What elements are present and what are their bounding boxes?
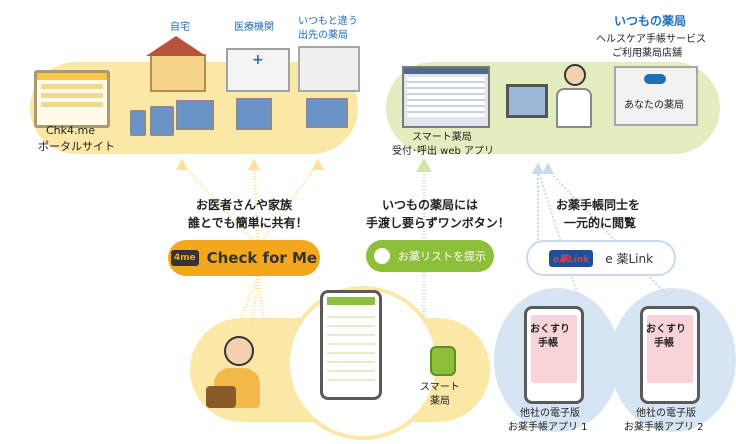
web-app-label-2: 受付･呼出 web アプリ [392,146,495,157]
hospital-label: 医療機関 [234,22,274,33]
pharmacy-subtitle-1: ヘルスケア手帳サービス [596,34,706,45]
other-pharmacy-label-1: いつもと違う [298,16,358,27]
check-for-me-button[interactable]: 4me Check for Me [168,240,320,276]
web-app-label-1: スマート薬局 [412,132,472,143]
medicine-list-button[interactable]: お薬リストを提示 [366,240,494,272]
other-app2-phone [640,306,700,404]
app2-label-2: お薬手帳アプリ 2 [624,422,704,433]
portal-label-2: ポータルサイト [38,140,115,153]
app1-label-2: お薬手帳アプリ 1 [508,422,588,433]
laptop2-device-icon [306,98,348,128]
portal-screen[interactable] [34,70,110,128]
check-for-me-label: Check for Me [206,249,318,267]
check-badge-icon: 4me [170,250,199,266]
other-pharmacy-icon [298,46,360,92]
list-icon [374,248,390,264]
house-icon [150,54,206,92]
home-label: 自宅 [170,22,190,33]
portal-label-1: Chk4.me [46,124,96,137]
app1-label-1: 他社の電子版 [520,408,580,419]
your-pharmacy-label: あなたの薬局 [624,100,684,111]
smart-pharmacy-app-icon [430,346,456,376]
one-button-caption-1: いつもの薬局には [382,198,479,212]
medicine-list-label: お薬リストを提示 [398,250,486,263]
smart-label-1: スマート [420,382,460,393]
hospital-icon: + [226,48,290,92]
smartphone-device-icon [130,110,146,136]
app1-book-title-1: おくすり [530,324,570,335]
tablet-device-icon [150,106,174,136]
pharmacy-subtitle-2: ご利用薬局店舗 [612,48,682,59]
laptop-device-icon [176,100,214,130]
app1-book-title-2: 手帳 [538,338,558,349]
smart-label-2: 薬局 [430,396,450,407]
app2-label-1: 他社の電子版 [636,408,696,419]
unified-caption-1: お薬手帳同士を [556,198,641,212]
elink-logo: e薬Link [548,249,594,267]
elink-button[interactable]: e薬Link e 薬Link [526,240,676,276]
your-pharmacy-building [614,66,698,126]
pc-monitor-icon [506,84,548,118]
pharmacist-icon [556,64,592,128]
unified-caption-2: 一元的に閲覧 [564,216,637,230]
desktop-device-icon [236,98,272,130]
user-bag-icon [206,386,236,408]
other-app1-phone [524,306,584,404]
house-roof-icon [146,36,206,56]
one-button-caption-2: 手渡し要らずワンボタン！ [366,216,510,230]
app2-book-title-1: おくすり [646,324,686,335]
web-app-screen[interactable] [402,66,490,128]
share-caption-1: お医者さんや家族 [196,198,293,212]
share-caption-2: 誰とでも簡単に共有！ [188,216,308,230]
app2-book-title-2: 手帳 [654,338,674,349]
other-pharmacy-label-2: 出先の薬局 [298,30,348,41]
pharmacy-title: いつもの薬局 [614,14,687,28]
app-phone-frame[interactable] [320,290,382,400]
elink-label: e 薬Link [605,251,654,266]
